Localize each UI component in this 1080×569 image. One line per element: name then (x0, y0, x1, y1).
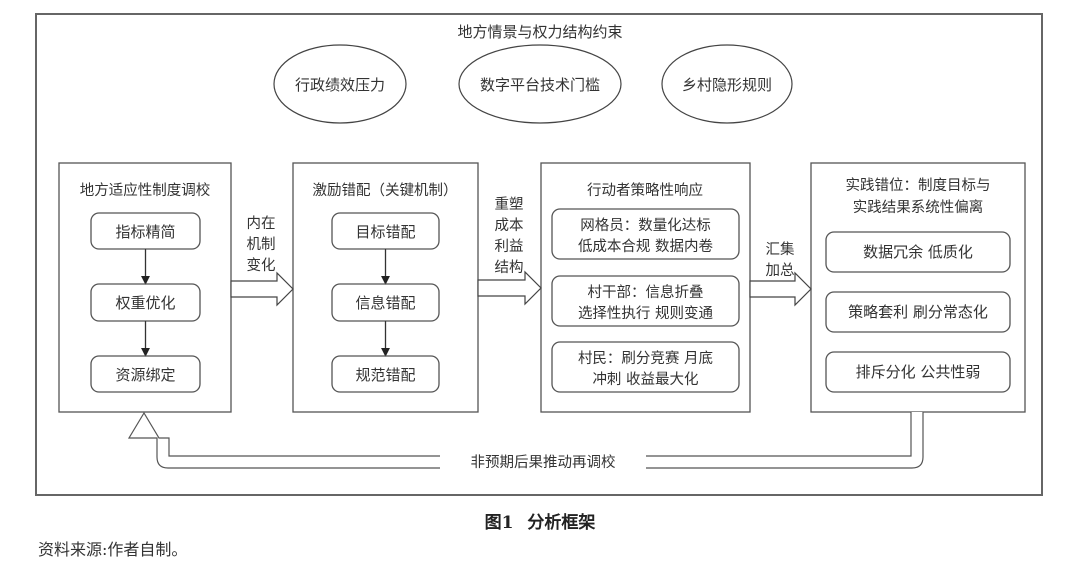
feedback-label-bg (440, 449, 646, 475)
context-frame (35, 13, 1043, 496)
context-title: 地方情景与权力结构约束 (457, 23, 622, 41)
connector-internal-mechanism-change: 内在 机制 变化 (230, 215, 294, 307)
source-note: 资料来源:作者自制。 (38, 540, 188, 559)
stage-item-line: 低成本合规 数据内卷 (578, 238, 714, 255)
stage-item-box (825, 351, 1011, 393)
stage-item-box (551, 341, 740, 393)
stage-title: 激励错配（关键机制） (313, 182, 458, 199)
stage-item-box (90, 355, 201, 393)
stage-item-line: 选择性执行 规则变通 (578, 305, 714, 322)
stage-item: 排斥分化 公共性弱 (856, 363, 981, 381)
factor-administrative-pressure: 行政绩效压力 (273, 44, 407, 124)
stage-item: 策略套利 刷分常态化 (848, 303, 988, 321)
connector-label: 内在 (247, 215, 276, 232)
stage-practice-misalignment: 实践错位：制度目标与 实践结果系统性偏离 数据冗余 低质化 策略套利 刷分常态化… (810, 162, 1026, 413)
figure-caption: 图1 分析框架 (0, 508, 1080, 533)
stage-item: 信息错配 (355, 294, 415, 312)
factor-label: 乡村隐形规则 (682, 76, 772, 94)
factor-label: 数字平台技术门槛 (480, 76, 600, 94)
stage-item: 数据冗余 低质化 (863, 243, 973, 261)
stage-item: 规范错配 (355, 366, 415, 384)
stage-item-box (825, 291, 1011, 333)
connector-label: 汇集 (766, 241, 795, 258)
connector-reshape-cost-benefit: 重塑 成本 利益 结构 (477, 196, 542, 306)
stage-item: 指标精简 (115, 223, 175, 241)
feedback-loop-arrow: 非预期后果推动再调校 (127, 411, 924, 475)
factor-digital-platform-threshold: 数字平台技术门槛 (458, 44, 622, 124)
connector-label: 结构 (495, 259, 524, 276)
stage-incentive-mismatch: 激励错配（关键机制） 目标错配 信息错配 规范错配 (292, 162, 479, 413)
connector-label: 加总 (766, 262, 795, 279)
stage-item-line: 冲刺 收益最大化 (592, 371, 698, 388)
stage-item-box (331, 355, 440, 393)
stage-title: 实践错位：制度目标与 (846, 177, 991, 194)
stage-title: 实践结果系统性偏离 (853, 199, 984, 216)
stage-item: 权重优化 (115, 294, 175, 312)
figure-number: 图1 (484, 513, 514, 533)
stage-item: 资源绑定 (115, 366, 175, 384)
stage-item-box (551, 208, 740, 260)
figure-title: 分析框架 (527, 513, 596, 533)
connector-label: 成本 (495, 217, 524, 234)
analysis-framework-diagram: 地方情景与权力结构约束 行政绩效压力 数字平台技术门槛 乡村隐形规则 地方适应性… (35, 13, 1043, 496)
feedback-label: 非预期后果推动再调校 (471, 454, 616, 471)
connector-label: 重塑 (495, 196, 524, 213)
connector-label: 利益 (495, 238, 524, 255)
stage-item-line: 村民：刷分竞赛 月底 (578, 349, 713, 367)
stage-item-line: 网格员：数量化达标 (580, 217, 711, 234)
stage-item-box (825, 231, 1011, 273)
connector-aggregation: 汇集 加总 (749, 241, 812, 307)
stage-item: 目标错配 (355, 223, 415, 241)
stage-actor-strategic-response: 行动者策略性响应 网格员：数量化达标 低成本合规 数据内卷 村干部：信息折叠 选… (540, 162, 751, 413)
connector-label: 机制 (247, 236, 276, 253)
stage-title: 地方适应性制度调校 (80, 181, 211, 199)
stage-title: 行动者策略性响应 (587, 181, 703, 199)
factor-label: 行政绩效压力 (295, 76, 385, 94)
connector-label: 变化 (247, 257, 276, 274)
stage-item-box (551, 275, 740, 327)
stage-item-line: 村干部：信息折叠 (588, 284, 704, 301)
factor-rural-hidden-rules: 乡村隐形规则 (661, 44, 793, 124)
stage-local-institutional-calibration: 地方适应性制度调校 指标精简 权重优化 资源绑定 (58, 162, 232, 413)
